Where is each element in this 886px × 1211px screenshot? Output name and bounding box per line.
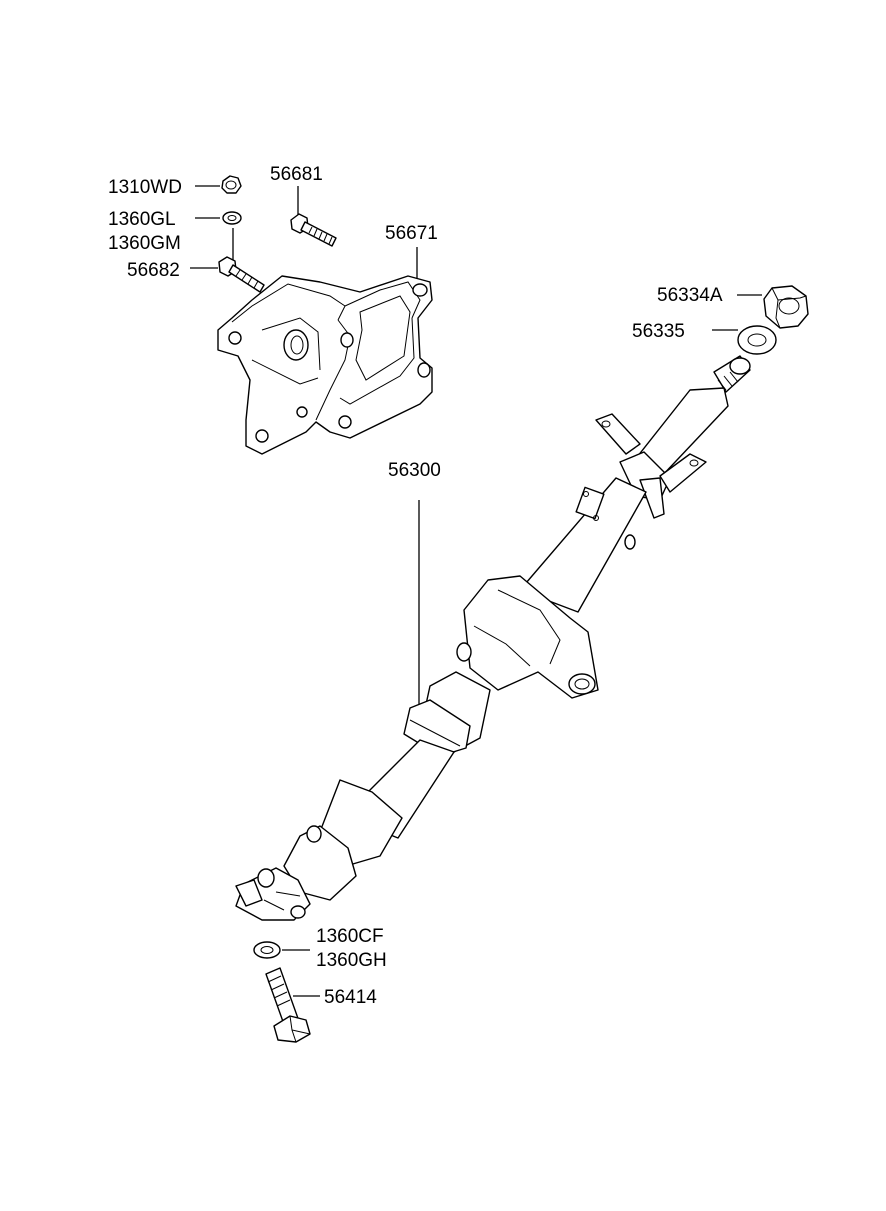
nut-1310WD (221, 175, 242, 194)
label-1360GM: 1360GM (108, 233, 181, 254)
nut-56334A (763, 285, 809, 329)
label-56414: 56414 (324, 987, 377, 1008)
label-56682: 56682 (127, 260, 180, 281)
bolt-56681 (290, 213, 337, 247)
washer-1360CF (253, 941, 281, 959)
label-1360GH: 1360GH (316, 950, 387, 971)
bracket-56671 (217, 275, 433, 455)
bolt-56682 (218, 256, 265, 293)
bolt-56414 (265, 967, 311, 1043)
washer-1360GL (222, 211, 242, 225)
label-56681: 56681 (270, 164, 323, 185)
leader-lines (190, 185, 762, 997)
label-1360GL: 1360GL (108, 209, 176, 230)
label-1360CF: 1360CF (316, 926, 384, 947)
label-56335: 56335 (632, 321, 685, 342)
label-56334A: 56334A (657, 285, 723, 306)
label-56300: 56300 (388, 460, 441, 481)
steering-column-56300 (235, 355, 751, 921)
washer-56335 (737, 325, 777, 355)
label-56671: 56671 (385, 223, 438, 244)
label-1310WD: 1310WD (108, 177, 182, 198)
